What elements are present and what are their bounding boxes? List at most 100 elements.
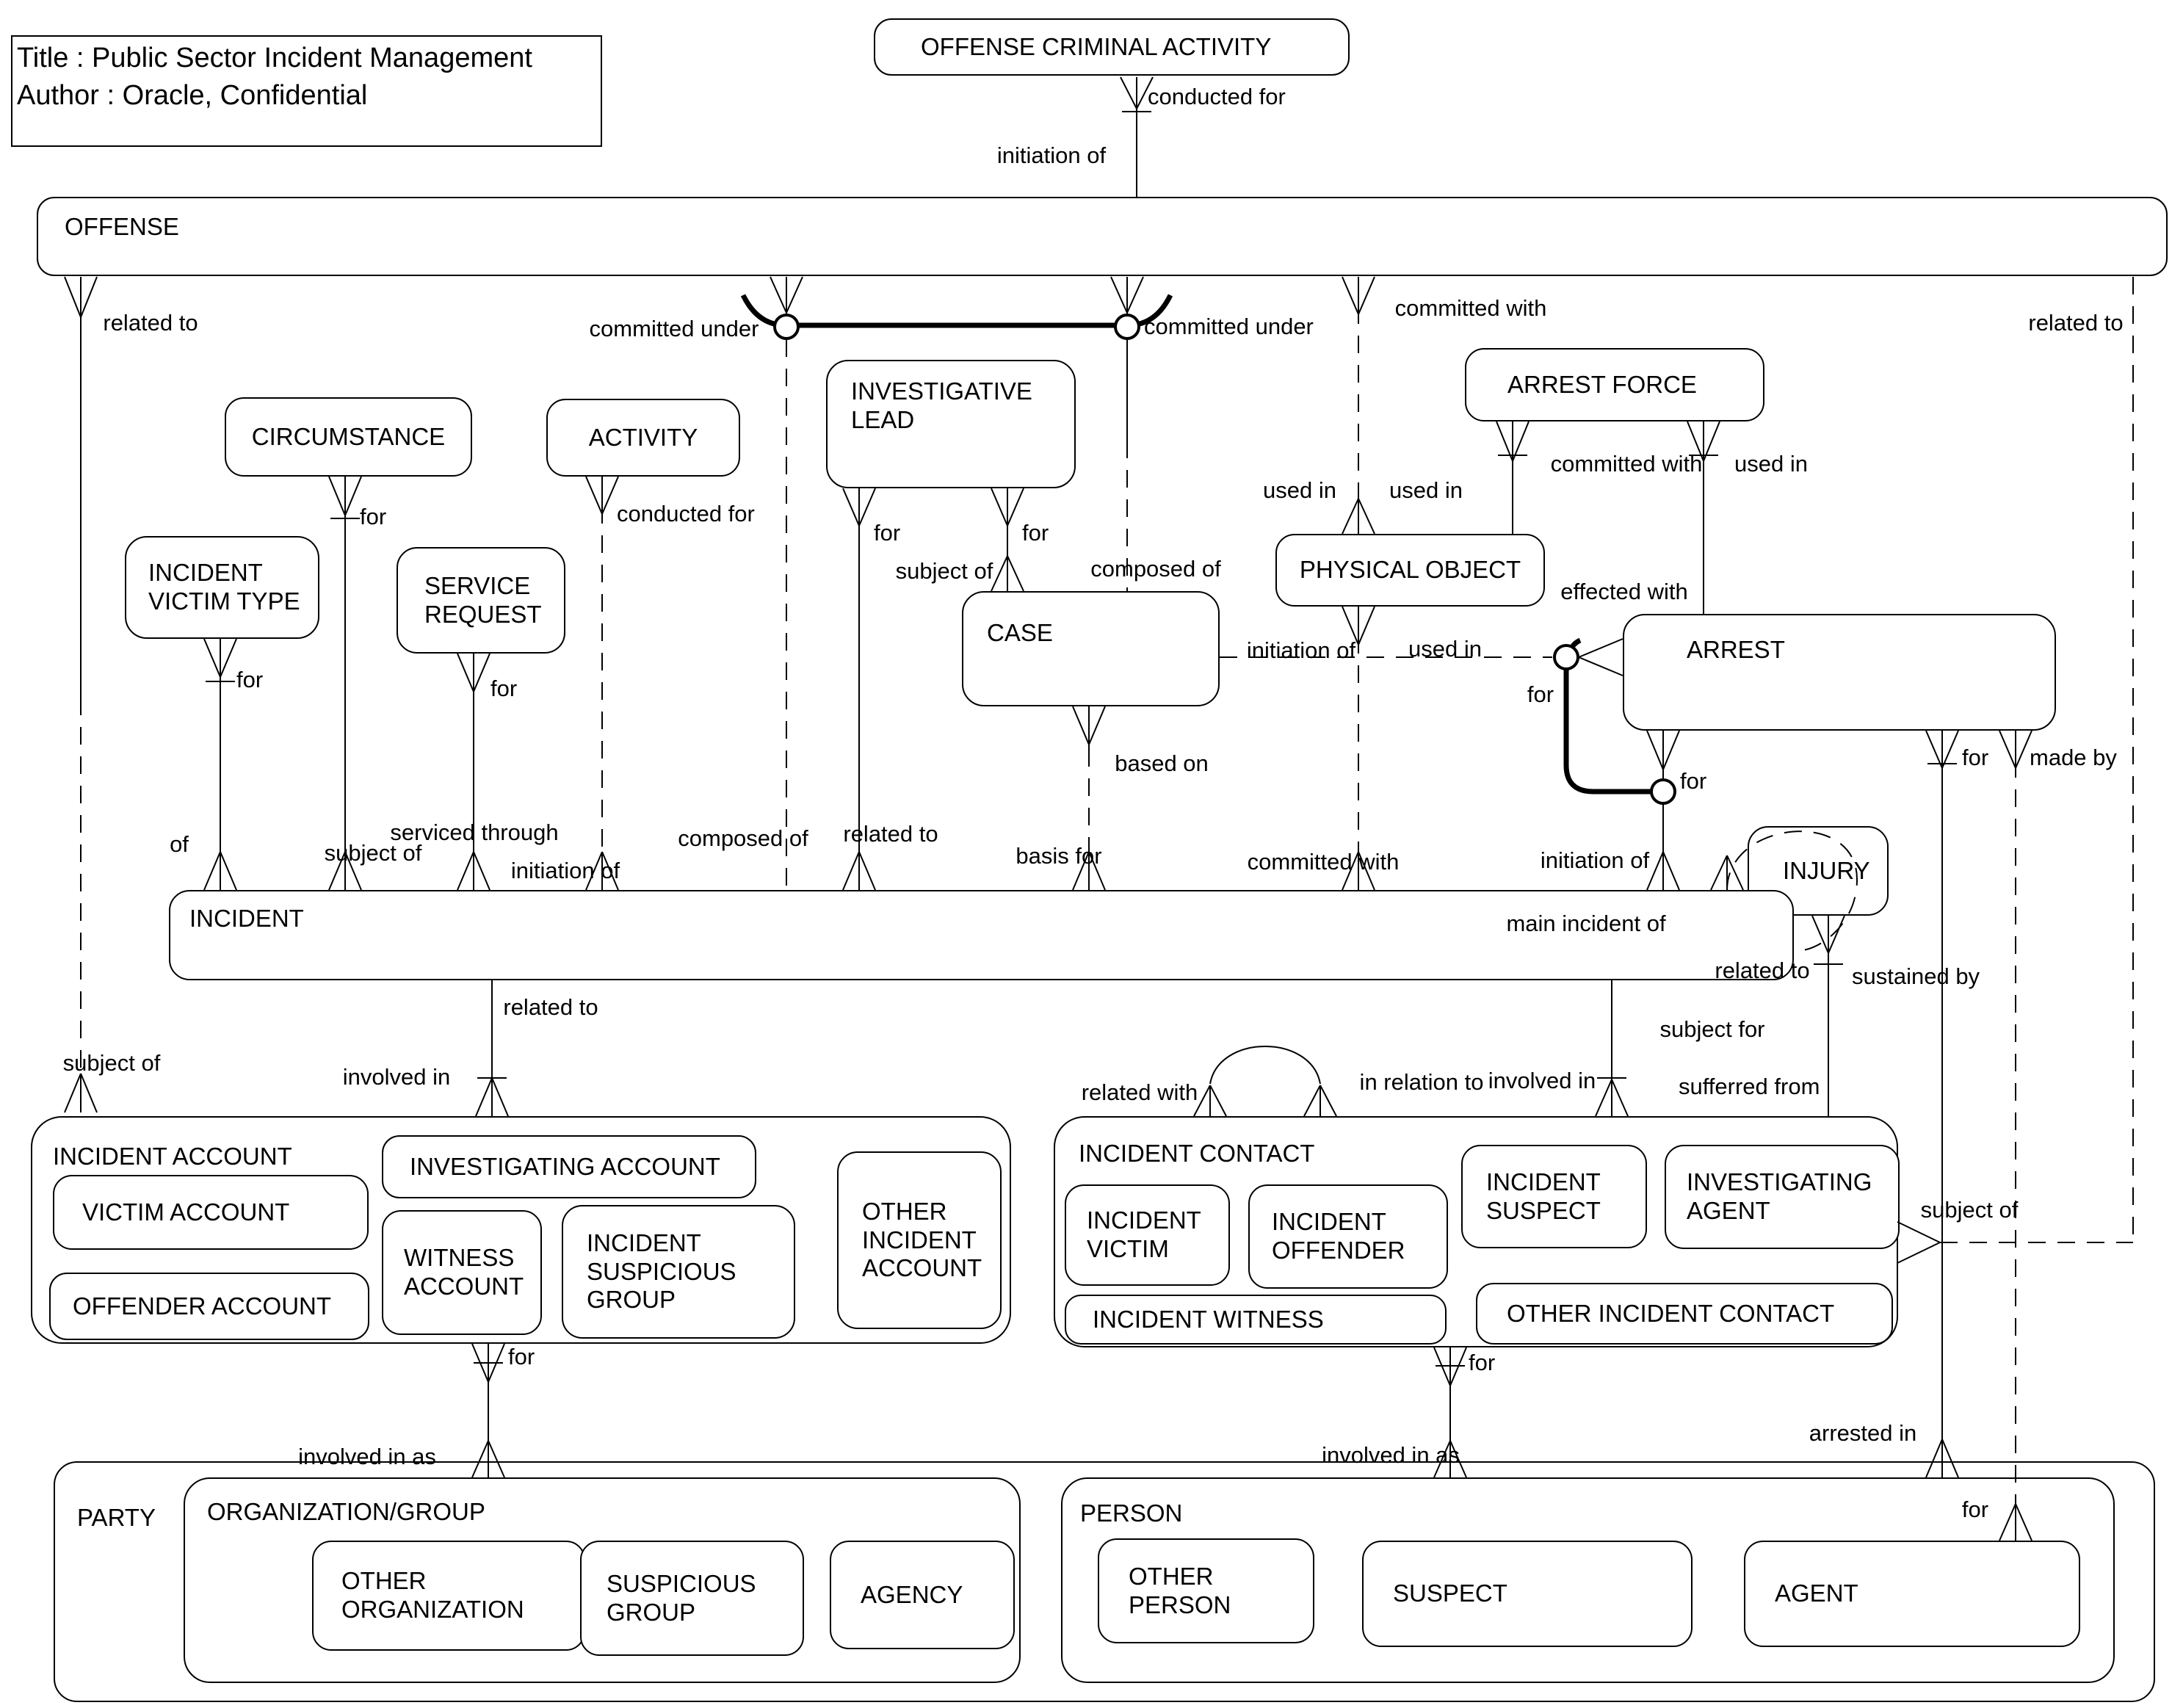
crow-foot-icon <box>475 1077 509 1117</box>
crow-foot-icon <box>1925 730 1959 769</box>
entity-service-request[interactable]: SERVICE REQUEST <box>397 547 565 654</box>
entity-incident-suspicious-group[interactable]: INCIDENT SUSPICIOUS GROUP <box>562 1205 795 1339</box>
relationship-label-subject-for: subject for <box>1659 1016 1765 1042</box>
entity-arrest[interactable]: ARREST <box>1623 614 2056 731</box>
entity-label-circumstance: CIRCUMSTANCE <box>251 422 446 450</box>
entity-incident-offender[interactable]: INCIDENT OFFENDER <box>1248 1184 1448 1289</box>
entity-label-investigating-agent: INVESTIGATING AGENT <box>1687 1168 1872 1224</box>
entity-label-suspect: SUSPECT <box>1393 1579 1507 1607</box>
entity-label-other-organization: OTHER ORGANIZATION <box>341 1567 524 1623</box>
entity-incident-victim-type[interactable]: INCIDENT VICTIM TYPE <box>125 536 319 639</box>
relationship-label-committed-with-incident: committed with <box>1247 849 1400 875</box>
crow-foot-icon <box>842 488 876 526</box>
relationship-label-for-contact: for <box>1469 1350 1496 1375</box>
relationship-label-initiation-of-case: initiation of <box>1246 637 1356 663</box>
relationship-label-subject-of-agent: subject of <box>1920 1197 2019 1223</box>
relationship-label-in-relation-to: in relation to <box>1359 1069 1484 1095</box>
crow-foot-icon <box>471 1343 505 1383</box>
entity-label-investigating-account: INVESTIGATING ACCOUNT <box>410 1152 720 1180</box>
entity-incident-suspect[interactable]: INCIDENT SUSPECT <box>1461 1145 1647 1248</box>
relationship-label-related-to-offense-l: related to <box>103 310 198 336</box>
crow-foot-icon <box>770 276 803 314</box>
entity-offender-account[interactable]: OFFENDER ACCOUNT <box>49 1273 369 1340</box>
relationship-label-used-in-po-b: used in <box>1408 636 1482 662</box>
crow-foot-icon <box>1072 706 1106 745</box>
entity-agency[interactable]: AGENCY <box>830 1541 1015 1649</box>
entity-label-service-request: SERVICE REQUEST <box>424 571 542 628</box>
crow-foot-icon <box>1811 915 1845 954</box>
entity-agent[interactable]: AGENT <box>1744 1541 2080 1647</box>
relationship-label-involved-in-as-r: involved in as <box>1322 1442 1460 1468</box>
relationship-label-used-in-po-r: used in <box>1389 477 1463 503</box>
entity-offense-criminal-activity[interactable]: OFFENSE CRIMINAL ACTIVITY <box>874 18 1350 76</box>
relationship-label-for-il-1: for <box>874 520 901 546</box>
relationship-label-for-arrest-person: for <box>1962 745 1989 770</box>
entity-label-agent: AGENT <box>1775 1579 1858 1607</box>
relationship-label-based-on: based on <box>1115 750 1209 776</box>
crow-foot-icon <box>203 851 237 891</box>
crow-foot-icon <box>1710 855 1744 891</box>
crow-foot-icon <box>991 555 1024 592</box>
entity-witness-account[interactable]: WITNESS ACCOUNT <box>382 1210 542 1335</box>
relationship-label-involved-in-contact: involved in <box>1488 1068 1596 1093</box>
relationship-label-initiation-of-arrest: initiation of <box>1540 847 1650 873</box>
entity-label-suspicious-group: SUSPICIOUS GROUP <box>607 1569 756 1626</box>
entity-label-arrest: ARREST <box>1687 636 1785 663</box>
relationship-label-for-agent: for <box>1961 1497 1989 1522</box>
entity-other-person[interactable]: OTHER PERSON <box>1098 1538 1314 1643</box>
entity-offense[interactable]: OFFENSE <box>37 197 2168 276</box>
relationship-label-used-in-af: used in <box>1734 451 1808 477</box>
entity-label-other-incident-contact: OTHER INCIDENT CONTACT <box>1507 1299 1835 1327</box>
crow-foot-icon <box>1303 1085 1337 1117</box>
entity-label-incident-suspect: INCIDENT SUSPECT <box>1486 1168 1601 1224</box>
relationship-label-for-arrest-arc-top: for <box>1527 681 1554 707</box>
entity-incident-victim[interactable]: INCIDENT VICTIM <box>1065 1184 1230 1286</box>
entity-label-agency: AGENCY <box>861 1580 963 1608</box>
relationship-label-composed-of-incident: composed of <box>678 825 808 851</box>
entity-other-incident-account[interactable]: OTHER INCIDENT ACCOUNT <box>837 1151 1002 1329</box>
entity-label-activity: ACTIVITY <box>588 423 698 451</box>
entity-label-incident: INCIDENT <box>189 905 304 932</box>
entity-activity[interactable]: ACTIVITY <box>546 399 740 477</box>
entity-investigative-lead[interactable]: INVESTIGATIVE LEAD <box>826 360 1076 488</box>
crow-foot-icon <box>1595 1079 1629 1117</box>
entity-incident[interactable]: INCIDENT <box>169 890 1794 980</box>
entity-label-investigative-lead: INVESTIGATIVE LEAD <box>851 377 1032 433</box>
relationship-label-effected-with: effected with <box>1560 579 1688 604</box>
entity-label-person: PERSON <box>1080 1499 1183 1527</box>
relationship-label-related-to-injury: related to <box>1715 958 1810 983</box>
relationship-label-basis-for: basis for <box>1016 843 1102 869</box>
crow-foot-icon <box>457 653 490 692</box>
crow-foot-icon <box>1999 730 2032 769</box>
relationship-label-committed-under-l: committed under <box>589 316 759 341</box>
entity-other-organization[interactable]: OTHER ORGANIZATION <box>312 1541 585 1651</box>
entity-label-incident-offender: INCIDENT OFFENDER <box>1272 1208 1405 1264</box>
diagram-title-block: Title : Public Sector Incident Managemen… <box>11 35 602 147</box>
entity-investigating-agent[interactable]: INVESTIGATING AGENT <box>1665 1145 1900 1249</box>
crow-foot-icon <box>1342 276 1375 315</box>
entity-arrest-force[interactable]: ARREST FORCE <box>1465 348 1764 421</box>
entity-label-incident-suspicious-group: INCIDENT SUSPICIOUS GROUP <box>587 1228 736 1314</box>
relationship-label-for-service-request: for <box>490 676 518 701</box>
entity-circumstance[interactable]: CIRCUMSTANCE <box>225 397 472 477</box>
entity-other-incident-contact[interactable]: OTHER INCIDENT CONTACT <box>1476 1283 1893 1345</box>
entity-victim-account[interactable]: VICTIM ACCOUNT <box>53 1175 369 1250</box>
entity-investigating-account[interactable]: INVESTIGATING ACCOUNT <box>382 1135 756 1198</box>
relationship-label-related-with: related with <box>1081 1079 1198 1105</box>
relationship-label-subject-of-account: subject of <box>62 1050 161 1076</box>
relationship-label-serviced-through: serviced through <box>390 819 559 845</box>
entity-physical-object[interactable]: PHYSICAL OBJECT <box>1275 534 1545 607</box>
relationship-label-for-circumstance: for <box>360 504 387 529</box>
entity-case[interactable]: CASE <box>962 591 1220 706</box>
relationship-label-for-arrest-arc-bottom: for <box>1680 768 1707 794</box>
entity-suspect[interactable]: SUSPECT <box>1362 1541 1693 1647</box>
entity-label-offender-account: OFFENDER ACCOUNT <box>73 1292 332 1320</box>
entity-suspicious-group[interactable]: SUSPICIOUS GROUP <box>580 1541 804 1656</box>
crow-foot-icon <box>1342 498 1375 535</box>
entity-incident-witness[interactable]: INCIDENT WITNESS <box>1065 1295 1447 1345</box>
entity-label-case: CASE <box>987 619 1053 646</box>
entity-label-physical-object: PHYSICAL OBJECT <box>1299 556 1521 584</box>
relationship-label-conducted-for-activity: conducted for <box>617 501 755 526</box>
relationship-label-subject-of-case: subject of <box>895 558 993 584</box>
